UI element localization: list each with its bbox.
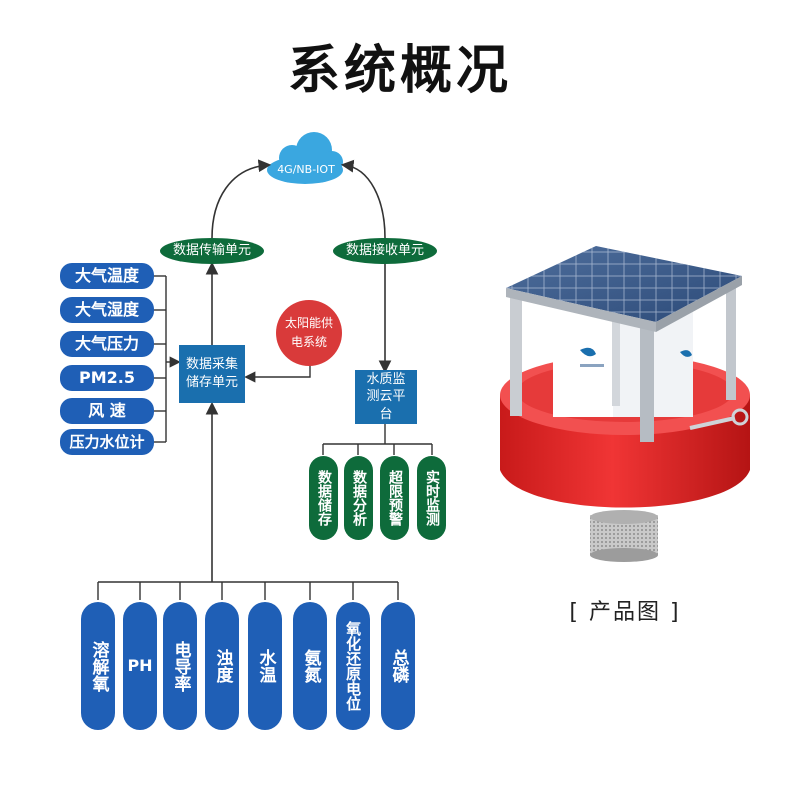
function-data-analysis: 数据分析 <box>344 456 373 540</box>
transmit-unit: 数据传输单元 <box>160 238 264 264</box>
sensor-pressure-water-level: 压力水位计 <box>60 429 154 455</box>
sensor-air-temperature: 大气温度 <box>60 263 154 289</box>
function-data-storage: 数据储存 <box>309 456 338 540</box>
sensor-total-phosphorus: 总磷 <box>381 602 415 730</box>
solar-power-system: 太阳能供电系统 <box>276 300 342 366</box>
sensor-ammonia-nitrogen: 氨氮 <box>293 602 327 730</box>
receive-unit: 数据接收单元 <box>333 238 437 264</box>
sensor-conductivity: 电导率 <box>163 602 197 730</box>
water-quality-cloud-platform: 水质监测云平台 <box>355 370 417 424</box>
product-image-caption: [ 产品图 ] <box>569 600 681 625</box>
collect-unit: 数据采集储存单元 <box>179 345 245 403</box>
cloud-label: 4G/NB-IOT <box>277 162 335 176</box>
function-realtime-monitoring: 实时监测 <box>417 456 446 540</box>
function-overlimit-alarm: 超限预警 <box>380 456 409 540</box>
sensor-orp: 氧化还原电位 <box>336 602 370 730</box>
sensor-wind-speed: 风 速 <box>60 398 154 424</box>
page-title: 系统概况 <box>287 41 512 101</box>
sensor-water-temperature: 水温 <box>248 602 282 730</box>
sensor-dissolved-oxygen: 溶解氧 <box>81 602 115 730</box>
sensor-ph: PH <box>123 602 157 730</box>
sensor-pm25: PM2.5 <box>60 365 154 391</box>
sensor-turbidity: 浊度 <box>205 602 239 730</box>
sensor-air-humidity: 大气湿度 <box>60 297 154 323</box>
cloud-icon <box>267 132 343 184</box>
buoy-product-image <box>500 246 750 562</box>
sensor-air-pressure: 大气压力 <box>60 331 154 357</box>
